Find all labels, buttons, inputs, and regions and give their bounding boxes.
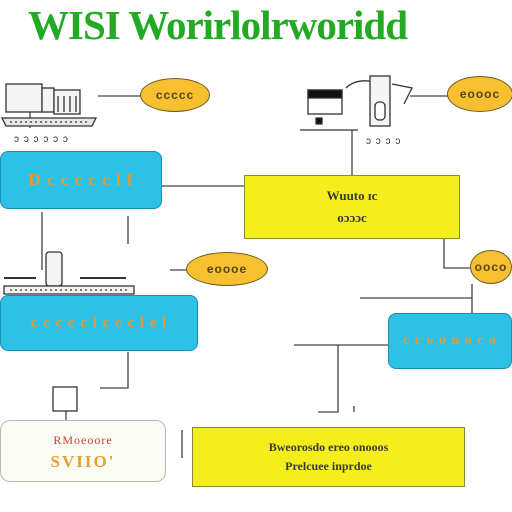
connector-line	[443, 238, 470, 269]
node-box-top-left: D c c c c c l f	[0, 151, 162, 209]
connector-line	[100, 352, 129, 389]
node-label: c c c c c l c c c l e l	[30, 314, 168, 331]
note-label-line2: SVIIO'	[50, 452, 116, 471]
device-caption: ɔ ɔ ɔ ɔ	[366, 136, 402, 147]
page-title: WISI Worirlolrworidd	[28, 2, 408, 48]
router-icon	[300, 75, 413, 131]
node-label-line1: Wuuto ɪc	[326, 188, 378, 203]
connector-line	[318, 345, 339, 413]
node-label: c c o o n o c o	[403, 333, 497, 348]
node-label-line2: oɔɔɔc	[337, 210, 367, 225]
oval-label-top-right: eoooc	[447, 76, 512, 112]
note-label-line1: RMoeoore	[53, 433, 113, 447]
node-box-center: Wuuto ɪc oɔɔɔc	[244, 175, 460, 239]
node-label-line1: Bweorosdo ereo onooos	[268, 440, 389, 454]
node-label-line2: Prelcuee inprdoe	[285, 459, 372, 473]
document-icon	[52, 386, 78, 412]
node-label: D c c c c c l f	[28, 170, 134, 189]
oval-label-top-left: ccccc	[140, 78, 210, 112]
oval-label-middle-left: eoooe	[186, 252, 268, 286]
oval-label-middle-right: ooco	[470, 250, 512, 284]
computer-icon	[0, 83, 98, 127]
device-caption: ɔ ɔ ɔ ɔ ɔ ɔ	[14, 134, 69, 145]
node-box-middle-left: c c c c c l c c c l e l	[0, 295, 198, 351]
node-box-bottom: Bweorosdo ereo onooos Prelcuee inprdoe	[192, 427, 465, 487]
switch-icon	[3, 251, 135, 295]
node-box-right: c c o o n o c o	[388, 313, 512, 369]
node-box-note: RMoeoore SVIIO'	[0, 420, 166, 482]
